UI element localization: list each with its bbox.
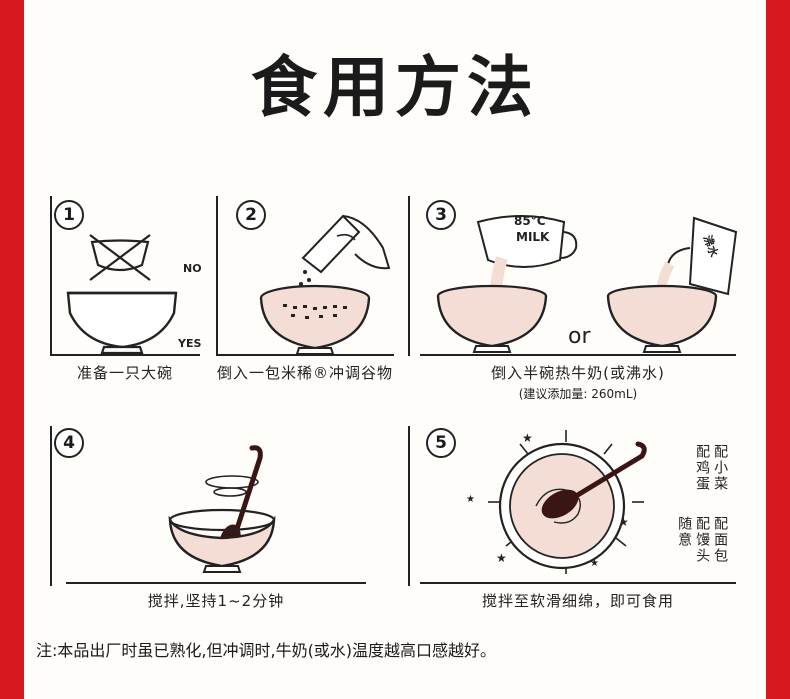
step-1-caption: 准备一只大碗 [76,364,173,382]
svg-text:★: ★ [590,558,599,569]
page-title: 食用方法 [251,49,539,126]
step-1-bowls-illustration [66,234,178,355]
panel-1-base-line [50,354,200,356]
step-3-pour-illustration [436,215,738,353]
svg-text:★: ★ [496,551,507,565]
step-5-pairing-4: 配馒头 [694,516,711,564]
panel-2-left-border [216,196,218,356]
step-3-milk-temp: 85°C [514,214,546,228]
svg-text:★: ★ [466,494,475,505]
panel-4-base-line [66,582,366,584]
step-5-bowl-top-view-illustration: ★ ★ ★ ★ ★ [466,430,647,574]
step-5-pairing-5: 随意 [676,516,693,548]
step-3-subcaption: (建议添加量: 260mL) [518,387,638,401]
step-3-or-text: or [568,324,591,349]
step-3-milk-label: MILK [516,230,550,244]
step-1-yes-tag: YES [178,337,202,350]
step-1-no-tag: NO [183,262,202,275]
panel-4-left-border [50,426,52,586]
panel-5-left-border [408,426,410,586]
step-1-number: 1 [54,200,84,230]
step-5-pairing-2: 配鸡蛋 [694,444,711,492]
step-4-number: 4 [54,428,84,458]
step-5-pairing-1: 配小菜 [712,444,729,492]
panel-1-left-border [50,196,52,356]
step-3-caption: 倒入半碗热牛奶(或沸水) [491,364,665,382]
svg-text:★: ★ [522,431,533,445]
footer-note: 注:本品出厂时虽已熟化,但冲调时,牛奶(或水)温度越高口感越好。 [36,641,497,660]
left-red-border [0,0,24,699]
step-3-number: 3 [426,200,456,230]
step-5-caption: 搅拌至软滑细绵，即可食用 [481,592,674,610]
step-5-pairing-3: 配面包 [712,516,729,564]
step-2-caption: 倒入一包米稀®冲调谷物 [216,364,393,382]
step-5-number: 5 [426,428,456,458]
panel-3-left-border [408,196,410,356]
step-4-stir-illustration [168,445,276,573]
right-red-border [766,0,790,699]
svg-text:★: ★ [618,515,629,529]
step-2-pour-illustration [259,214,391,355]
step-4-caption: 搅拌,坚持1~2分钟 [147,592,285,610]
panel-5-base-line [420,582,736,584]
panel-3-base-line [420,354,736,356]
step-2-number: 2 [236,200,266,230]
